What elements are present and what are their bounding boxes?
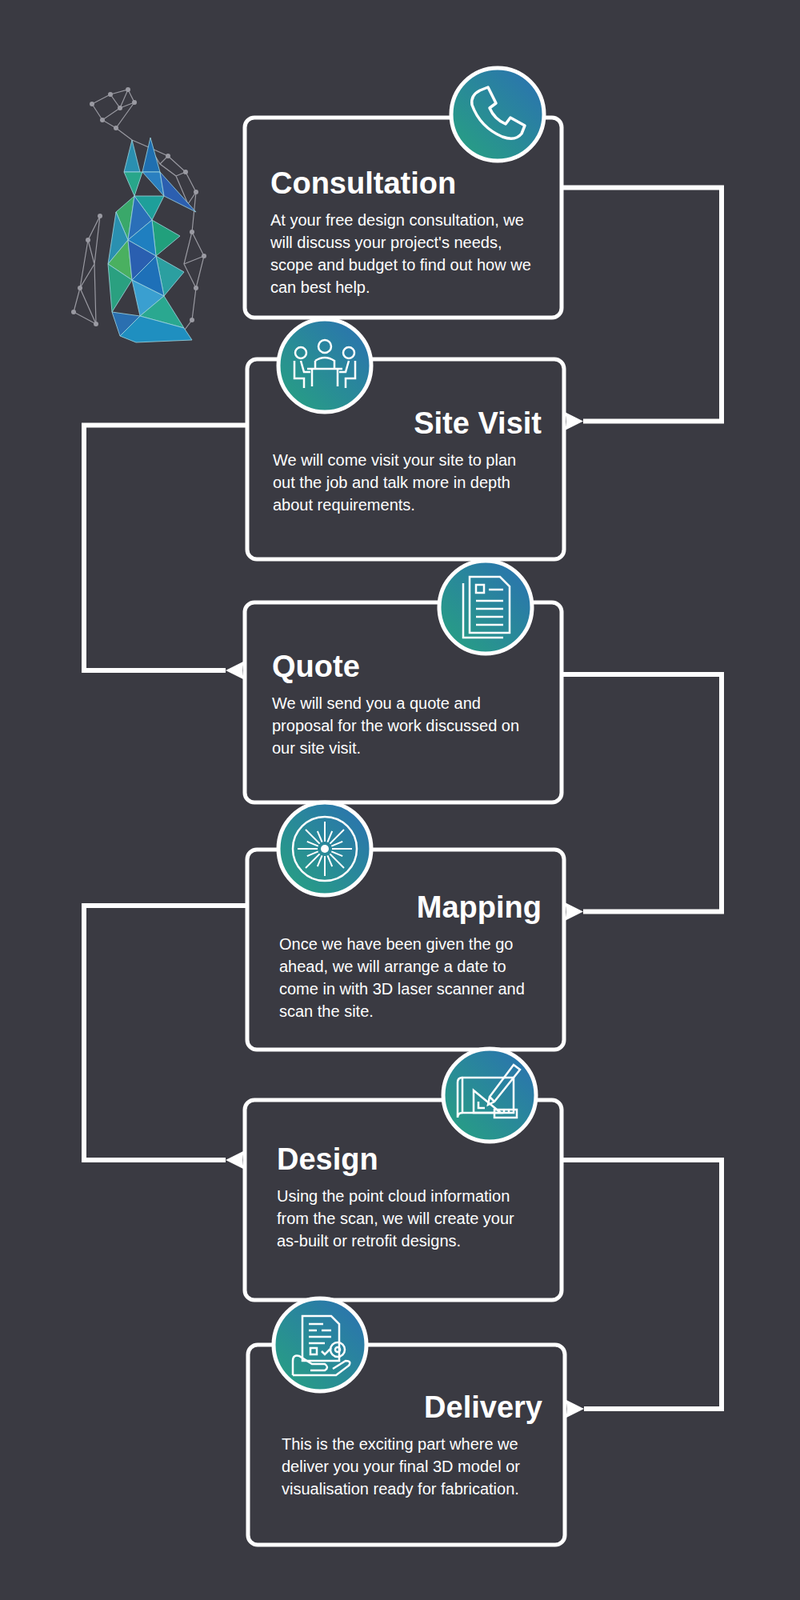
step-heading: Quote: [272, 648, 540, 686]
flow-arrow: [84, 905, 248, 1160]
step-description: Once we have been given the go ahead, we…: [279, 932, 542, 1023]
blueprint-icon: [443, 1048, 536, 1142]
flow-arrow: [561, 188, 722, 422]
step-heading: Consultation: [270, 165, 540, 203]
step-description: This is the exciting part where we deliv…: [281, 1432, 543, 1500]
meeting-icon: [278, 319, 372, 412]
step-description: We will come visit your site to plan out…: [272, 448, 542, 516]
step-heading: Design: [276, 1141, 540, 1179]
process-box: DeliveryThis is the exciting part where …: [248, 1344, 565, 1545]
step-heading: Site Visit: [272, 405, 542, 443]
box-outline: [248, 1344, 565, 1545]
flow-arrow: [561, 674, 722, 912]
phone-icon: [451, 68, 544, 161]
process-box: MappingOnce we have been given the go ah…: [247, 849, 564, 1050]
process-box: DesignUsing the point cloud information …: [244, 1100, 562, 1300]
process-box: Quote We will send you a quote and propos…: [244, 602, 562, 803]
step-heading: Delivery: [281, 1389, 543, 1427]
flow-arrow: [84, 425, 248, 672]
flow-arrow: [561, 1160, 722, 1409]
rabbit-illustration: [71, 87, 207, 343]
process-box: Site Visit We will come visit your site t…: [247, 359, 564, 560]
document-icon: [439, 560, 532, 654]
delivery-icon: [273, 1298, 367, 1392]
process-box: Consultation At your free design consulta…: [244, 117, 562, 318]
laser-icon: [278, 802, 372, 896]
step-description: At your free design consultation, we wil…: [270, 208, 540, 299]
step-description: We will send you a quote and proposal fo…: [272, 692, 540, 760]
step-heading: Mapping: [279, 889, 542, 927]
step-description: Using the point cloud information from t…: [276, 1184, 540, 1252]
